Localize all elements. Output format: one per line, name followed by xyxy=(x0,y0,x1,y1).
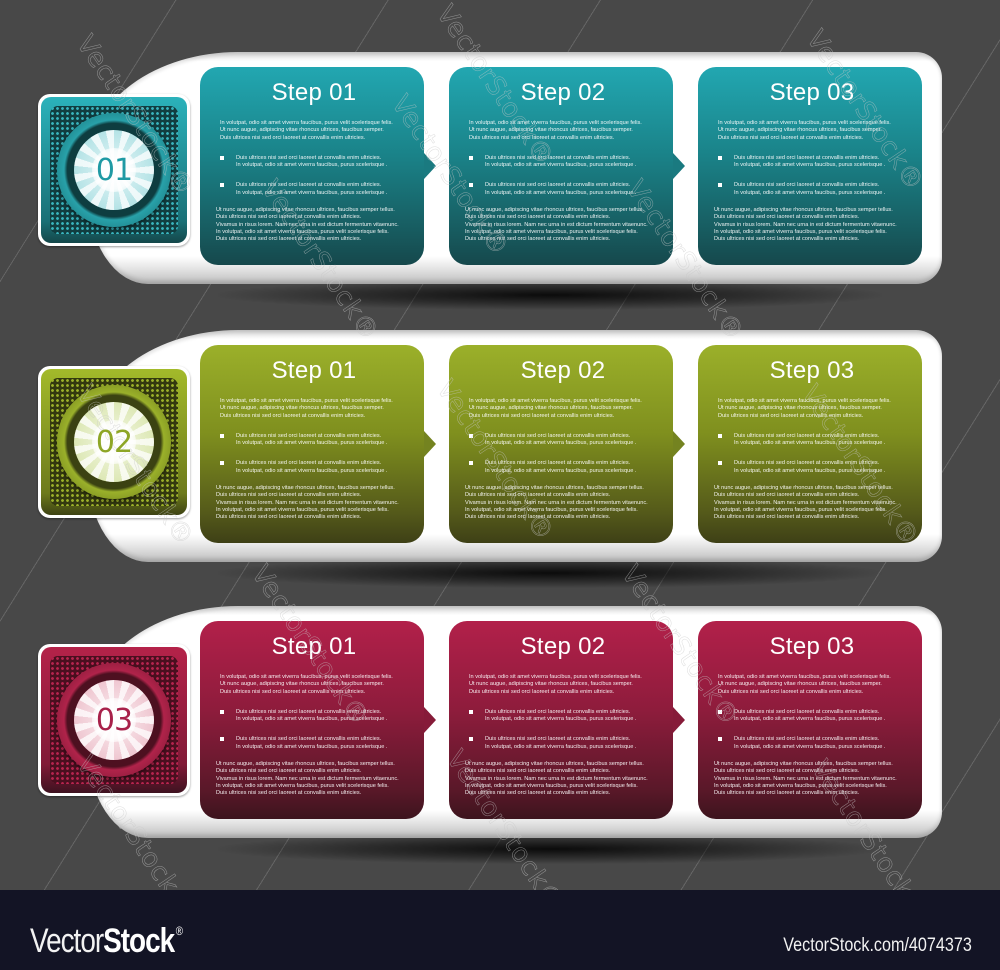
bullet-square-icon xyxy=(718,433,722,438)
bullet-square-icon xyxy=(718,155,722,160)
outro-text: Ut nunc augue, adipiscing vitae rhoncus … xyxy=(714,207,897,243)
intro-text: In volutpat, odio sit amet viverra fauci… xyxy=(718,674,891,695)
intro-text: In volutpat, odio sit amet viverra fauci… xyxy=(469,120,642,141)
vectorstock-logo: VectorStock® xyxy=(30,922,183,960)
band-shadow xyxy=(218,280,882,310)
bullet-square-icon xyxy=(220,461,224,466)
outro-text: Ut nunc augue, adipiscing vitae rhoncus … xyxy=(216,485,399,521)
footer-bar: VectorStock® VectorStock.com/4074373 xyxy=(0,890,1000,970)
step-band-2: 02 Step 01 In volutpat, odio sit amet vi… xyxy=(38,330,942,588)
step-card: Step 02 In volutpat, odio sit amet viver… xyxy=(449,67,685,265)
intro-text: In volutpat, odio sit amet viverra fauci… xyxy=(718,120,891,141)
step-card: Step 03 In volutpat, odio sit amet viver… xyxy=(698,621,922,819)
bullet-item: Duis ultrices nisi sed orci laoreet at c… xyxy=(216,709,412,724)
bullet-item: Duis ultrices nisi sed orci laoreet at c… xyxy=(714,155,910,170)
intro-text: In volutpat, odio sit amet viverra fauci… xyxy=(220,120,393,141)
bullet-item: Duis ultrices nisi sed orci laoreet at c… xyxy=(465,155,661,170)
badge-number: 02 xyxy=(95,424,133,460)
image-url: VectorStock.com/4074373 xyxy=(783,935,972,956)
bullet-square-icon xyxy=(220,709,224,714)
badge-disc: 02 xyxy=(74,402,154,482)
bullet-square-icon xyxy=(718,183,722,188)
number-badge: 03 xyxy=(38,644,190,796)
arrow-right-icon xyxy=(673,707,685,733)
bullet-item: Duis ultrices nisi sed orci laoreet at c… xyxy=(216,460,412,475)
bullet-square-icon xyxy=(220,433,224,438)
step-card: Step 01 In volutpat, odio sit amet viver… xyxy=(200,621,436,819)
outro-text: Ut nunc augue, adipiscing vitae rhoncus … xyxy=(216,207,399,243)
step-title: Step 02 xyxy=(520,633,606,660)
step-title: Step 02 xyxy=(520,79,606,106)
bullet-item: Duis ultrices nisi sed orci laoreet at c… xyxy=(216,182,412,197)
arrow-right-icon xyxy=(424,431,436,457)
bullet-item: Duis ultrices nisi sed orci laoreet at c… xyxy=(465,709,661,724)
bullet-square-icon xyxy=(220,737,224,742)
intro-text: In volutpat, odio sit amet viverra fauci… xyxy=(718,398,891,419)
arrow-right-icon xyxy=(673,153,685,179)
bullet-square-icon xyxy=(718,737,722,742)
step-band-3: 03 Step 01 In volutpat, odio sit amet vi… xyxy=(38,606,942,864)
bullet-square-icon xyxy=(469,183,473,188)
step-card: Step 01 In volutpat, odio sit amet viver… xyxy=(200,67,436,265)
bullet-item: Duis ultrices nisi sed orci laoreet at c… xyxy=(465,433,661,448)
step-title: Step 01 xyxy=(271,357,357,384)
step-band-1: 01 Step 01 In volutpat, odio sit amet vi… xyxy=(38,52,942,310)
badge-disc: 03 xyxy=(74,680,154,760)
arrow-right-icon xyxy=(424,707,436,733)
step-card: Step 02 In volutpat, odio sit amet viver… xyxy=(449,621,685,819)
canvas: 01 Step 01 In volutpat, odio sit amet vi… xyxy=(0,0,1000,890)
step-card: Step 01 In volutpat, odio sit amet viver… xyxy=(200,345,436,543)
intro-text: In volutpat, odio sit amet viverra fauci… xyxy=(469,674,642,695)
band-shadow xyxy=(218,834,882,864)
bullet-square-icon xyxy=(469,461,473,466)
bullet-square-icon xyxy=(718,709,722,714)
outro-text: Ut nunc augue, adipiscing vitae rhoncus … xyxy=(465,207,648,243)
bullet-square-icon xyxy=(469,709,473,714)
step-card: Step 03 In volutpat, odio sit amet viver… xyxy=(698,345,922,543)
intro-text: In volutpat, odio sit amet viverra fauci… xyxy=(469,398,642,419)
bullet-item: Duis ultrices nisi sed orci laoreet at c… xyxy=(216,155,412,170)
intro-text: In volutpat, odio sit amet viverra fauci… xyxy=(220,398,393,419)
outro-text: Ut nunc augue, adipiscing vitae rhoncus … xyxy=(465,485,648,521)
bullet-square-icon xyxy=(220,183,224,188)
bullet-item: Duis ultrices nisi sed orci laoreet at c… xyxy=(465,736,661,751)
band-shadow xyxy=(218,558,882,588)
step-title: Step 02 xyxy=(520,357,606,384)
outro-text: Ut nunc augue, adipiscing vitae rhoncus … xyxy=(714,485,897,521)
outro-text: Ut nunc augue, adipiscing vitae rhoncus … xyxy=(216,761,399,797)
bullet-item: Duis ultrices nisi sed orci laoreet at c… xyxy=(714,709,910,724)
bullet-item: Duis ultrices nisi sed orci laoreet at c… xyxy=(465,460,661,475)
bullet-item: Duis ultrices nisi sed orci laoreet at c… xyxy=(216,433,412,448)
bullet-square-icon xyxy=(469,737,473,742)
step-title: Step 03 xyxy=(769,633,855,660)
badge-disc: 01 xyxy=(74,130,154,210)
bullet-item: Duis ultrices nisi sed orci laoreet at c… xyxy=(714,182,910,197)
step-title: Step 01 xyxy=(271,633,357,660)
bullet-square-icon xyxy=(718,461,722,466)
outro-text: Ut nunc augue, adipiscing vitae rhoncus … xyxy=(714,761,897,797)
step-title: Step 01 xyxy=(271,79,357,106)
step-card: Step 03 In volutpat, odio sit amet viver… xyxy=(698,67,922,265)
step-title: Step 03 xyxy=(769,79,855,106)
bullet-item: Duis ultrices nisi sed orci laoreet at c… xyxy=(714,736,910,751)
badge-number: 01 xyxy=(95,152,133,188)
bullet-item: Duis ultrices nisi sed orci laoreet at c… xyxy=(714,460,910,475)
bullet-item: Duis ultrices nisi sed orci laoreet at c… xyxy=(714,433,910,448)
step-title: Step 03 xyxy=(769,357,855,384)
arrow-right-icon xyxy=(673,431,685,457)
bullet-square-icon xyxy=(220,155,224,160)
number-badge: 02 xyxy=(38,366,190,518)
intro-text: In volutpat, odio sit amet viverra fauci… xyxy=(220,674,393,695)
number-badge: 01 xyxy=(38,94,190,246)
outro-text: Ut nunc augue, adipiscing vitae rhoncus … xyxy=(465,761,648,797)
step-card: Step 02 In volutpat, odio sit amet viver… xyxy=(449,345,685,543)
badge-number: 03 xyxy=(95,702,133,738)
bullet-square-icon xyxy=(469,433,473,438)
bullet-item: Duis ultrices nisi sed orci laoreet at c… xyxy=(216,736,412,751)
arrow-right-icon xyxy=(424,153,436,179)
bullet-item: Duis ultrices nisi sed orci laoreet at c… xyxy=(465,182,661,197)
bullet-square-icon xyxy=(469,155,473,160)
